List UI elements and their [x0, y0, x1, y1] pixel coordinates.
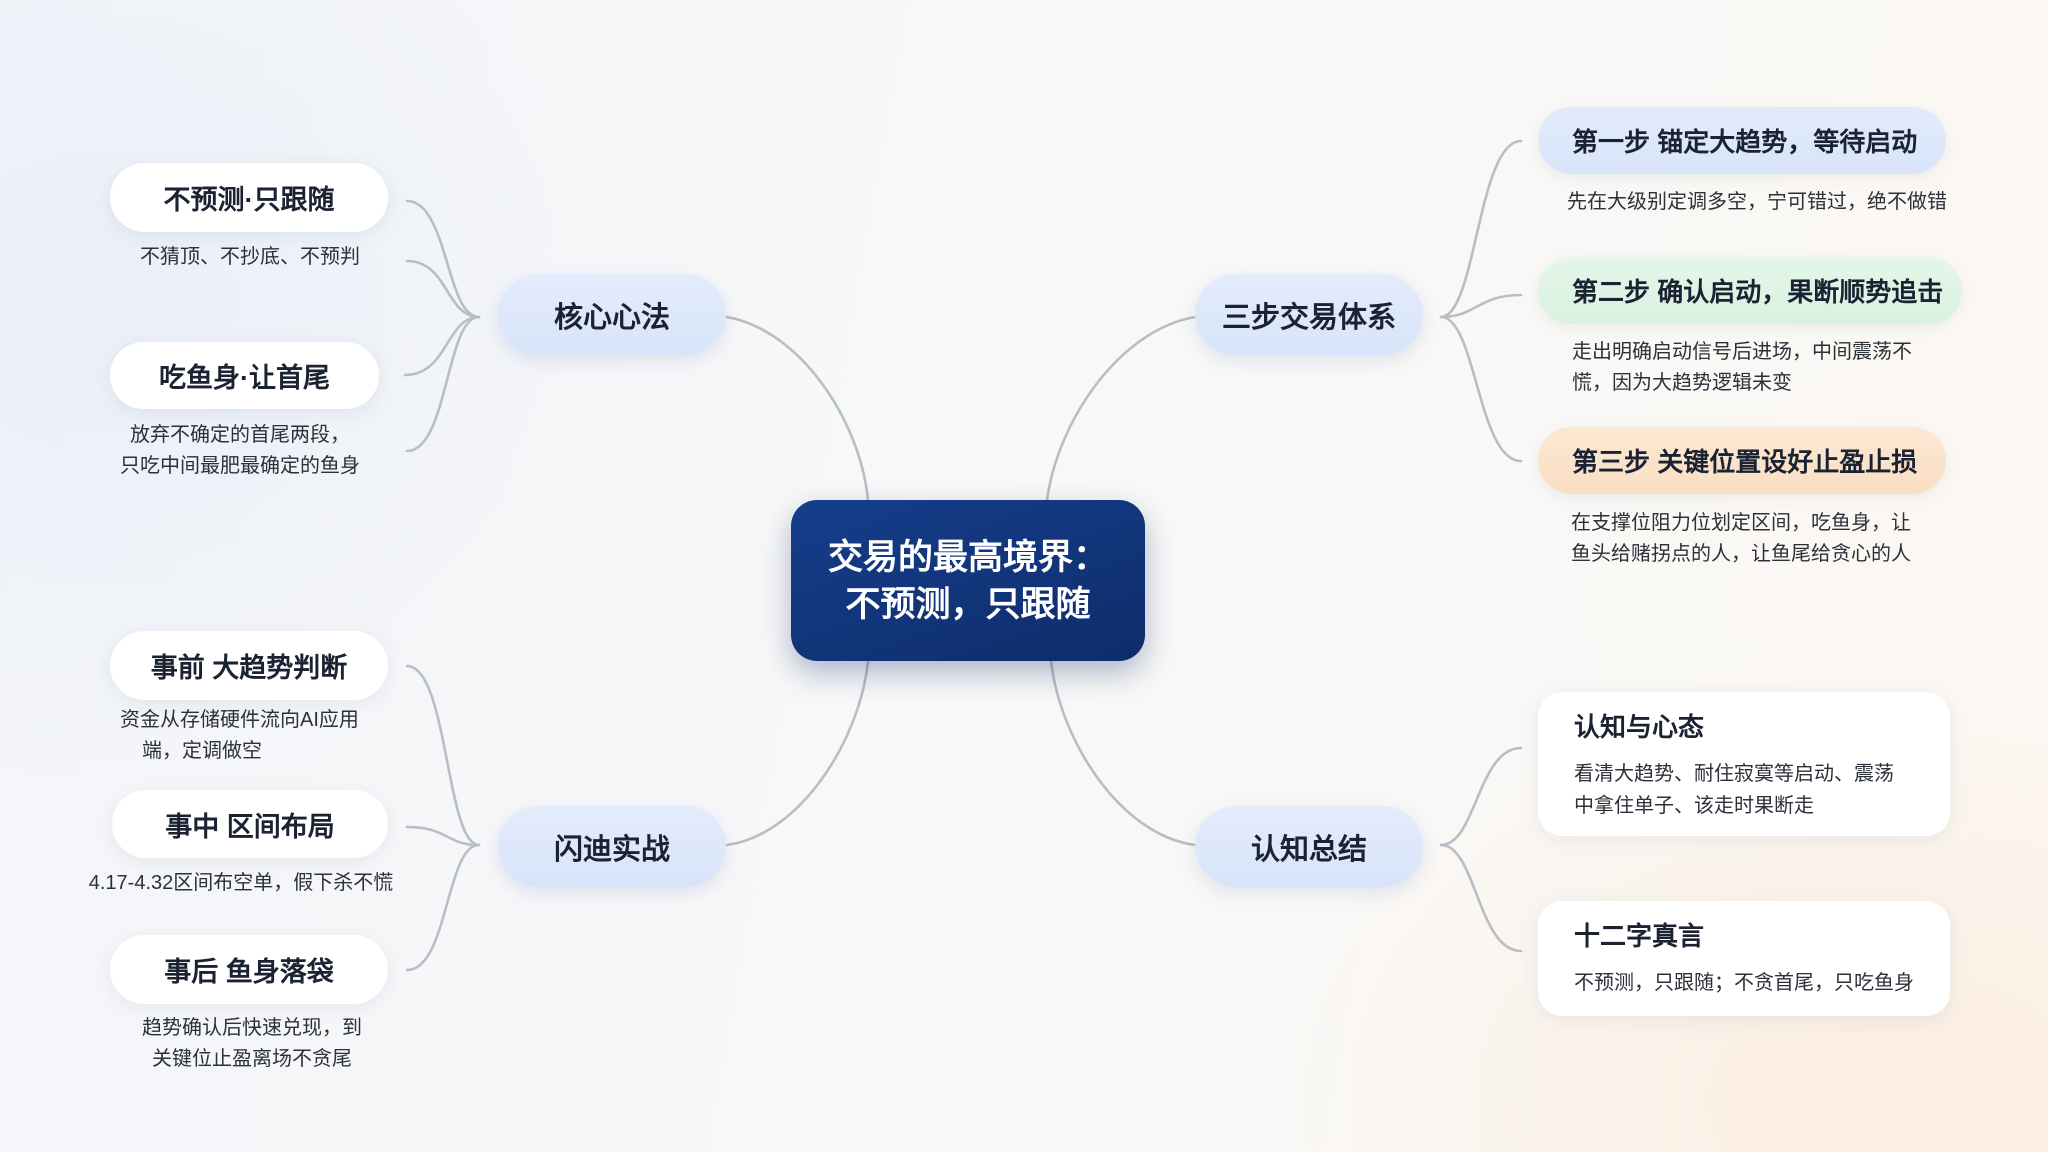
leaf-after-trade-desc: 趋势确认后快速兑现，到 关键位止盈离场不贪尾	[82, 1013, 422, 1075]
connector-core-leaf-2b	[405, 315, 481, 453]
central-topic-line-2: 不预测，只跟随	[845, 584, 1091, 624]
leaf-during-trade[interactable]: 事中 区间布局	[112, 790, 388, 858]
connector-system-step-2	[1439, 293, 1523, 319]
card-title: 十二字真言	[1574, 921, 1705, 951]
leaf-no-prediction[interactable]: 不预测·只跟随	[110, 163, 388, 232]
card-title: 认知与心态	[1574, 712, 1705, 742]
connector-center-summary	[1049, 659, 1197, 847]
connector-core-leaf-2a	[403, 315, 481, 377]
central-topic-line-1: 交易的最高境界：	[827, 537, 1108, 577]
desc-line: 不猜顶、不抄底、不预判	[140, 246, 360, 268]
leaf-eat-fish-body-desc: 放弃不确定的首尾两段， 只吃中间最肥最确定的鱼身	[70, 420, 410, 482]
connector-system-step-1	[1439, 139, 1523, 319]
connector-center-system	[1045, 315, 1197, 502]
leaf-no-prediction-desc: 不猜顶、不抄底、不预判	[80, 242, 420, 273]
branch-sandisk-practice[interactable]: 闪迪实战	[498, 806, 726, 887]
step-2-pill[interactable]: 第二步 确认启动，果断顺势追击	[1538, 257, 1962, 324]
desc-line: 放弃不确定的首尾两段，	[130, 424, 350, 446]
desc-line: 慌，因为大趋势逻辑未变	[1572, 372, 1792, 394]
connector-center-core	[725, 315, 870, 502]
step-3-pill[interactable]: 第三步 关键位置设好止盈止损	[1538, 427, 1946, 494]
branch-three-step-system[interactable]: 三步交易体系	[1195, 274, 1423, 355]
desc-line: 走出明确启动信号后进场，中间震荡不	[1572, 341, 1912, 363]
card-twelve-word-motto[interactable]: 十二字真言 不预测，只跟随；不贪首尾，只吃鱼身	[1538, 901, 1950, 1016]
step-3-desc: 在支撑位阻力位划定区间，吃鱼身，让 鱼头给赌拐点的人，让鱼尾给贪心的人	[1571, 508, 1911, 570]
branch-core-mindset[interactable]: 核心心法	[498, 274, 726, 355]
connector-practice-leaf-1	[405, 664, 481, 847]
desc-line: 先在大级别定调多空，宁可错过，绝不做错	[1567, 191, 1947, 213]
connector-practice-leaf-3	[405, 843, 481, 972]
leaf-before-trade[interactable]: 事前 大趋势判断	[110, 631, 388, 700]
desc-line: 鱼头给赌拐点的人，让鱼尾给贪心的人	[1571, 543, 1911, 565]
desc-line: 资金从存储硬件流向AI应用	[120, 709, 359, 731]
desc-line: 关键位止盈离场不贪尾	[152, 1048, 352, 1070]
leaf-before-trade-desc: 资金从存储硬件流向AI应用 端，定调做空	[120, 705, 400, 767]
card-desc: 不预测，只跟随；不贪首尾，只吃鱼身	[1574, 967, 1914, 999]
step-1-pill[interactable]: 第一步 锚定大趋势，等待启动	[1538, 107, 1946, 174]
desc-line: 中拿住单子、该走时果断走	[1574, 795, 1814, 817]
connector-summary-card-1	[1439, 746, 1523, 847]
desc-line: 4.17-4.32区间布空单，假下杀不慌	[88, 872, 394, 894]
desc-line: 在支撑位阻力位划定区间，吃鱼身，让	[1571, 512, 1911, 534]
leaf-eat-fish-body[interactable]: 吃鱼身·让首尾	[110, 342, 379, 409]
desc-line: 只吃中间最肥最确定的鱼身	[120, 455, 360, 477]
branch-cognition-summary[interactable]: 认知总结	[1195, 806, 1423, 887]
desc-line: 趋势确认后快速兑现，到	[142, 1017, 362, 1039]
desc-line: 看清大趋势、耐住寂寞等启动、震荡	[1574, 763, 1894, 785]
card-desc: 看清大趋势、耐住寂寞等启动、震荡 中拿住单子、该走时果断走	[1574, 758, 1894, 822]
step-1-desc: 先在大级别定调多空，宁可错过，绝不做错	[1567, 187, 1947, 218]
leaf-during-trade-desc: 4.17-4.32区间布空单，假下杀不慌	[60, 868, 422, 899]
leaf-after-trade[interactable]: 事后 鱼身落袋	[110, 935, 388, 1004]
connector-center-practice	[725, 659, 870, 847]
connector-practice-leaf-2	[405, 825, 481, 847]
central-topic-node[interactable]: 交易的最高境界： 不预测，只跟随	[791, 500, 1145, 661]
connector-summary-card-2	[1439, 843, 1523, 953]
desc-line: 端，定调做空	[142, 740, 262, 762]
step-2-desc: 走出明确启动信号后进场，中间震荡不 慌，因为大趋势逻辑未变	[1572, 337, 1912, 399]
card-cognition-mindset[interactable]: 认知与心态 看清大趋势、耐住寂寞等启动、震荡 中拿住单子、该走时果断走	[1538, 692, 1950, 836]
desc-line: 不预测，只跟随；不贪首尾，只吃鱼身	[1574, 972, 1914, 994]
connector-system-step-3	[1439, 315, 1523, 463]
